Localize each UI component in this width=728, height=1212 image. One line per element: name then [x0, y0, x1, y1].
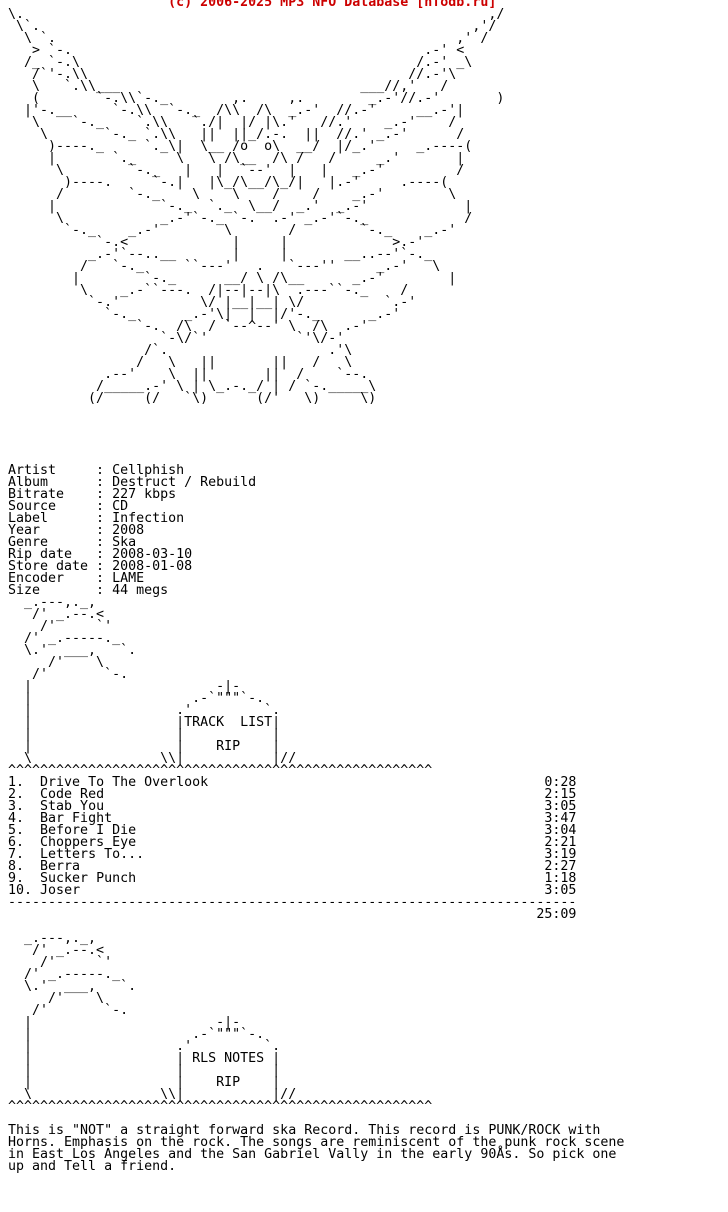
- track-row: 3. Stab You 3:05: [8, 799, 576, 814]
- track-separator: ----------------------------------------…: [8, 895, 577, 910]
- nfo-document: (c) 2006-2025 MP3 NFO Database [nfodb.ru…: [8, 0, 625, 1174]
- track-number: 5.: [8, 823, 25, 838]
- tracklist-ascii-art: _.---,._, /' _.--.< /' `' /' _.-----._ \…: [8, 595, 433, 778]
- owl-ascii-art: \. ,/ \`. ,'/ \ `. ,' / > `-.: [8, 7, 505, 406]
- track-title: Bar Fight: [40, 811, 113, 826]
- track-number: 6.: [8, 835, 25, 850]
- track-time: 2:21: [544, 835, 577, 850]
- track-number: 1.: [8, 775, 25, 790]
- track-time: 3:05: [544, 799, 577, 814]
- track-list: 1. Drive To The Overlook 0:28 2. Code Re…: [8, 775, 576, 898]
- track-row: 10. Joser 3:05: [8, 883, 576, 898]
- track-time: 3:05: [544, 883, 577, 898]
- track-time: 3:47: [544, 811, 577, 826]
- track-time: 2:15: [544, 787, 577, 802]
- release-notes: This is "NOT" a straight forward ska Rec…: [8, 1123, 625, 1174]
- track-row: 1. Drive To The Overlook 0:28: [8, 775, 576, 790]
- track-title: Before I Die: [40, 823, 137, 838]
- track-title: Letters To...: [40, 847, 145, 862]
- track-title: Joser: [40, 883, 81, 898]
- track-title: Drive To The Overlook: [40, 775, 209, 790]
- total-time: 25:09: [8, 907, 576, 922]
- copyright-banner: (c) 2006-2025 MP3 NFO Database [nfodb.ru…: [8, 0, 497, 10]
- track-row: 8. Berra 2:27: [8, 859, 576, 874]
- release-info: Artist : Cellphish Album : Destruct / Re…: [8, 463, 257, 598]
- track-number: 10.: [8, 883, 33, 898]
- track-row: 2. Code Red 2:15: [8, 787, 576, 802]
- track-row: 6. Choppers Eye 2:21: [8, 835, 576, 850]
- track-time: 1:18: [544, 871, 577, 886]
- track-number: 8.: [8, 859, 25, 874]
- track-number: 4.: [8, 811, 25, 826]
- track-time: 2:27: [544, 859, 577, 874]
- track-number: 7.: [8, 847, 25, 862]
- track-title: Code Red: [40, 787, 105, 802]
- track-title: Choppers Eye: [40, 835, 137, 850]
- release-notes-ascii-art: _.---,._, /' _.--.< /' `' /' _.-----._ \…: [8, 931, 433, 1114]
- track-row: 9. Sucker Punch 1:18: [8, 871, 576, 886]
- track-time: 3:19: [544, 847, 577, 862]
- track-time: 3:04: [544, 823, 577, 838]
- track-number: 2.: [8, 787, 25, 802]
- track-row: 7. Letters To... 3:19: [8, 847, 576, 862]
- track-row: 4. Bar Fight 3:47: [8, 811, 576, 826]
- track-row: 5. Before I Die 3:04: [8, 823, 576, 838]
- track-number: 3.: [8, 799, 25, 814]
- track-title: Stab You: [40, 799, 105, 814]
- track-title: Berra: [40, 859, 81, 874]
- track-title: Sucker Punch: [40, 871, 137, 886]
- track-number: 9.: [8, 871, 25, 886]
- total-time-value: 25:09: [536, 907, 577, 922]
- track-time: 0:28: [544, 775, 577, 790]
